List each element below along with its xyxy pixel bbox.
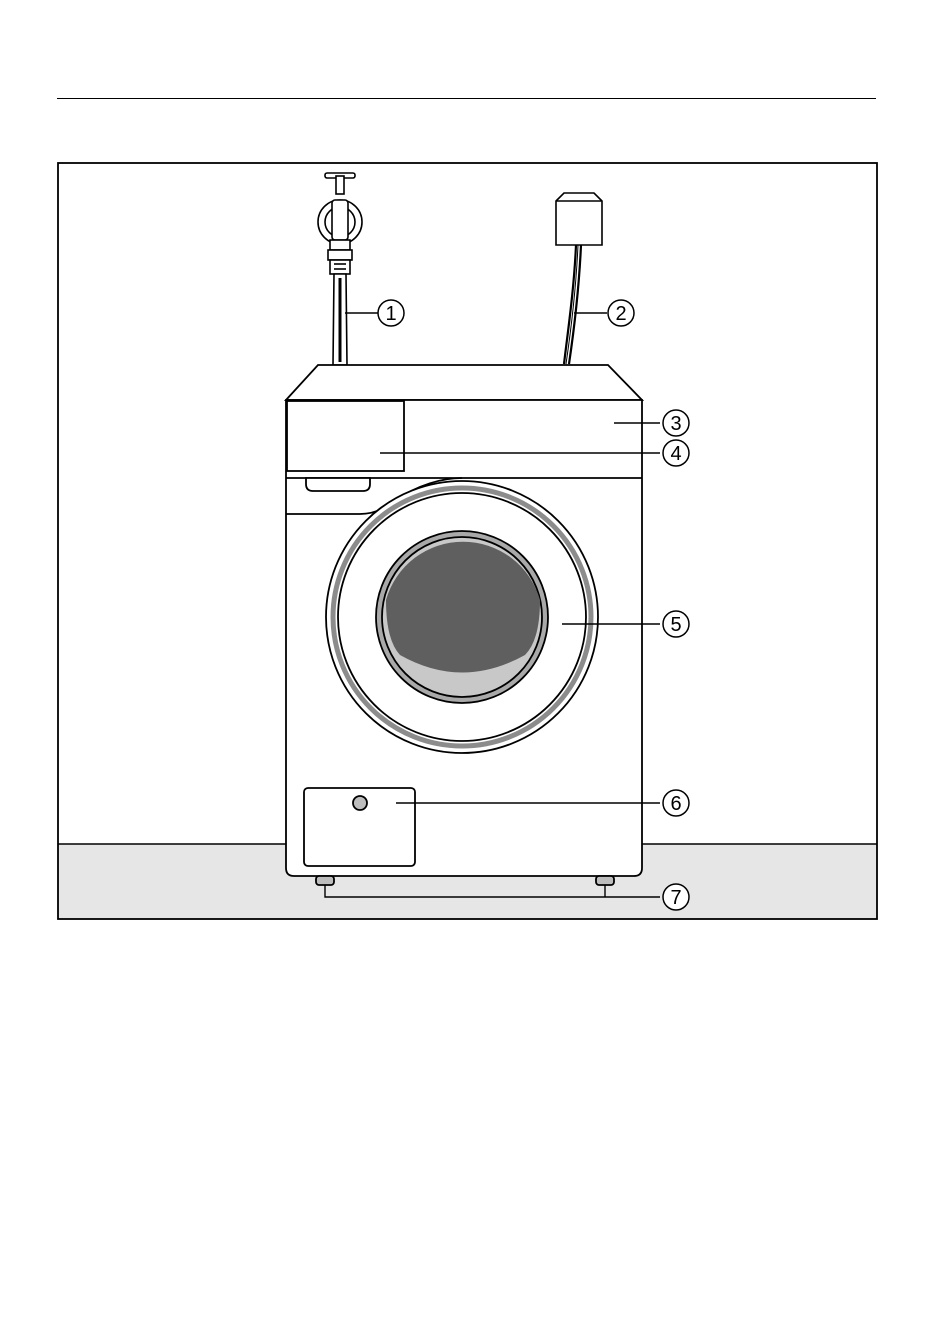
callout-3: 3: [663, 410, 689, 436]
detergent-drawer: [287, 401, 404, 471]
callout-4: 4: [663, 440, 689, 466]
svg-text:6: 6: [670, 793, 681, 815]
callout-2: 2: [608, 300, 634, 326]
callout-1: 1: [378, 300, 404, 326]
svg-text:3: 3: [670, 413, 681, 435]
svg-text:5: 5: [670, 614, 681, 636]
callout-6: 6: [663, 790, 689, 816]
power-cord: [564, 245, 581, 364]
svg-text:7: 7: [670, 887, 681, 909]
svg-text:1: 1: [385, 303, 396, 325]
wall-socket-icon: [556, 193, 602, 245]
top-panel: [286, 365, 642, 400]
svg-text:4: 4: [670, 443, 681, 465]
callout-7: 7: [663, 884, 689, 910]
water-tap-icon: [318, 173, 362, 274]
callout-5: 5: [663, 611, 689, 637]
adjustable-foot-left: [316, 876, 334, 885]
adjustable-foot-right: [596, 876, 614, 885]
water-inlet-hose: [333, 274, 347, 365]
svg-text:2: 2: [615, 303, 626, 325]
washing-machine-icon: [286, 365, 642, 885]
